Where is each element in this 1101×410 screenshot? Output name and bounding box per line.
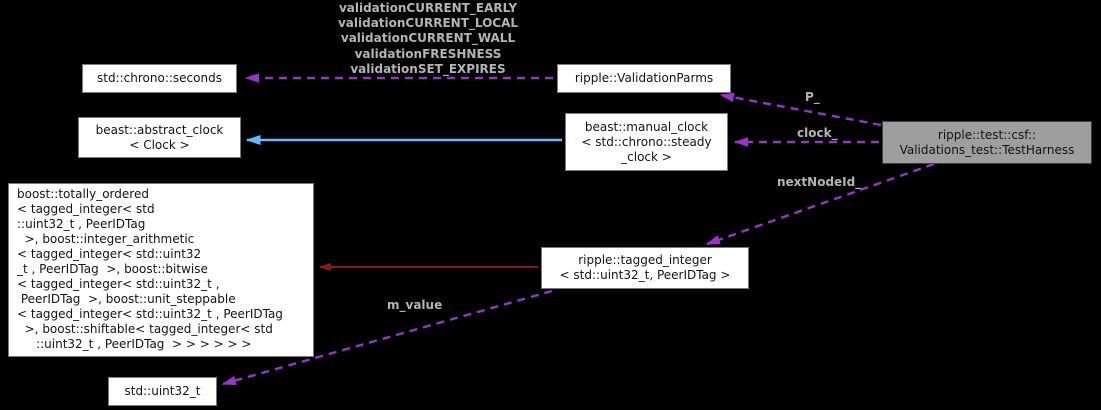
node-label: < tagged_integer< std::uint32 [17, 247, 202, 261]
node-std-uint32-t[interactable]: std::uint32_t [108, 377, 217, 406]
node-label: std::uint32_t [124, 384, 201, 398]
edge-taggedinteger-to-uint32 [221, 289, 553, 386]
edge-label-validation-params: validationCURRENT_EARLY validationCURREN… [328, 1, 528, 77]
node-label: < std::uint32_t, PeerIDTag > [559, 268, 731, 282]
edge-label-line: validationCURRENT_WALL [340, 31, 516, 46]
node-boost-totally-ordered[interactable]: boost::totally_ordered < tagged_integer<… [8, 183, 314, 357]
node-label: ::uint32_t , PeerIDTag > > > > > > [17, 337, 252, 351]
node-std-chrono-seconds[interactable]: std::chrono::seconds [82, 64, 237, 93]
edge-label-line: validationFRESHNESS [354, 46, 502, 61]
node-label: < Clock > [129, 137, 190, 152]
node-label: Validations_test::TestHarness [899, 142, 1075, 157]
edge-label-line: validationCURRENT_LOCAL [337, 16, 519, 31]
node-label: _t , PeerIDTag >, boost::bitwise [17, 262, 208, 276]
node-label: < tagged_integer< std::uint32_t , [17, 277, 220, 291]
node-label: < tagged_integer< std::uint32_t , PeerID… [17, 307, 283, 321]
node-beast-manual-clock[interactable]: beast::manual_clock < std::chrono::stead… [565, 113, 728, 171]
node-label: PeerIDTag >, boost::unit_steppable [17, 292, 236, 306]
node-label: ::uint32_t , PeerIDTag [17, 217, 146, 231]
edge-testharness-to-validationparms [719, 92, 882, 127]
edge-label-m-value: m_value [387, 298, 443, 312]
node-label: std::chrono::seconds [97, 71, 222, 85]
edge-label-next-node-id: nextNodeId_ [777, 175, 862, 189]
node-label: beast::abstract_clock [95, 122, 224, 137]
node-beast-abstract-clock[interactable]: beast::abstract_clock < Clock > [78, 117, 241, 158]
node-label: < tagged_integer< std [17, 202, 155, 216]
node-label: _clock > [621, 149, 672, 164]
node-label: ripple::ValidationParms [574, 71, 714, 85]
node-label: < std::chrono::steady [581, 134, 712, 149]
edge-testharness-to-taggedinteger [705, 162, 935, 246]
node-testharness-current[interactable]: ripple::test::csf:: Validations_test::Te… [882, 121, 1092, 164]
node-label: >, boost::shiftable< tagged_integer< std [17, 322, 273, 336]
node-ripple-validationparms[interactable]: ripple::ValidationParms [557, 64, 731, 93]
edge-label-line: validationSET_EXPIRES [350, 61, 506, 76]
node-label: ripple::test::csf:: [937, 127, 1037, 142]
node-ripple-tagged-integer[interactable]: ripple::tagged_integer < std::uint32_t, … [541, 247, 749, 289]
node-label: boost::totally_ordered [17, 187, 149, 201]
node-label: >, boost::integer_arithmetic [17, 232, 195, 246]
node-label: ripple::tagged_integer [578, 253, 712, 267]
edge-label-line: validationCURRENT_EARLY [338, 1, 518, 15]
edge-label-p: P_ [805, 90, 820, 104]
node-label: beast::manual_clock [584, 119, 709, 134]
edge-label-clock: clock_ [797, 126, 838, 140]
